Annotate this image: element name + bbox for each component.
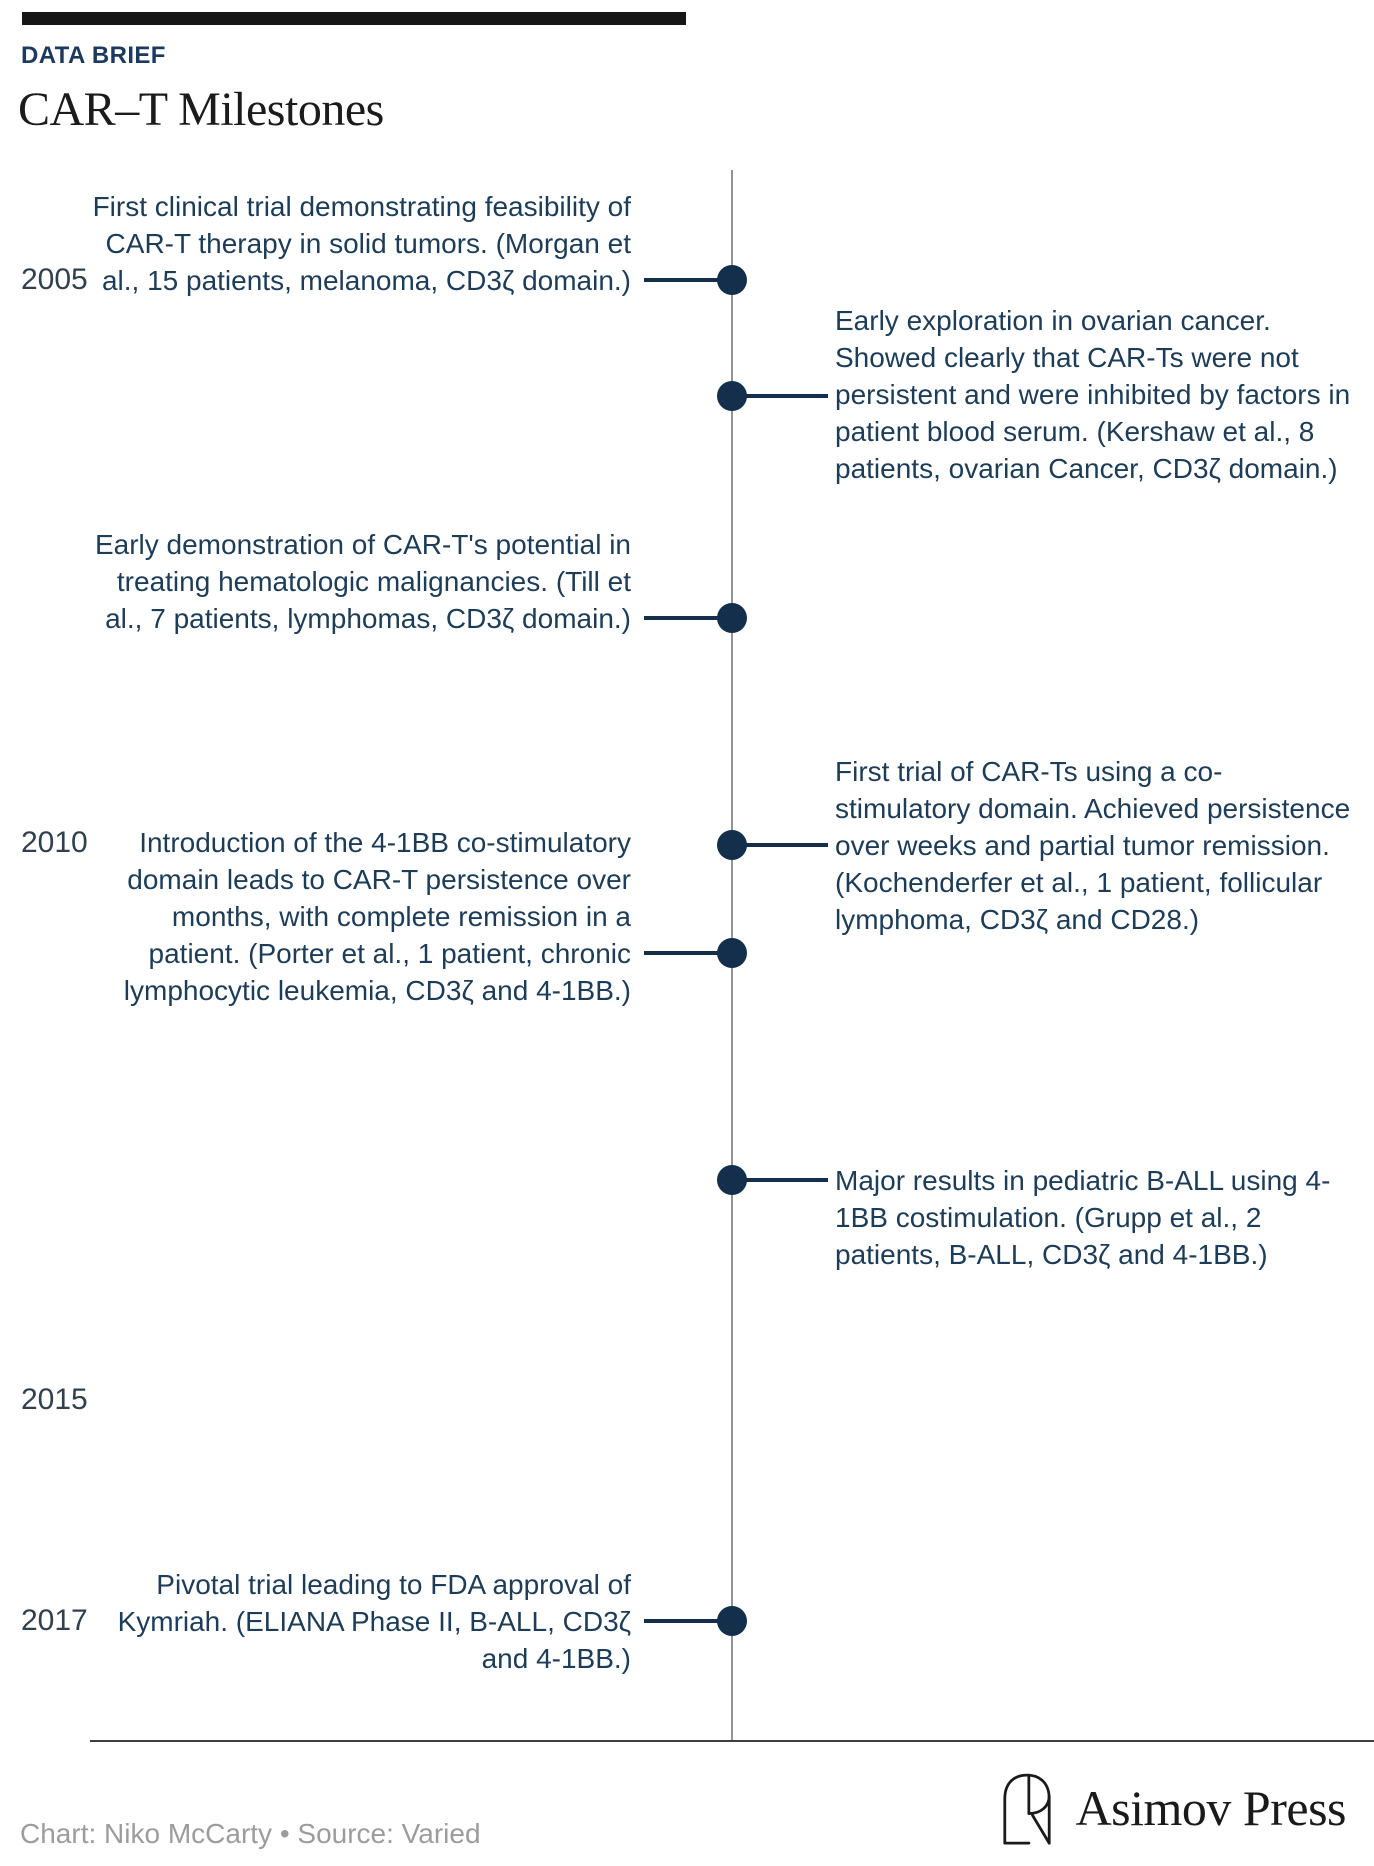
- milestone-morgan-2005: First clinical trial demonstrating feasi…: [90, 188, 631, 299]
- timeline-dot: [717, 938, 747, 968]
- milestone-text: First trial of CAR-Ts using a co-stimula…: [835, 756, 1351, 935]
- bottom-rule: [90, 1740, 1374, 1742]
- chart-credit: Chart: Niko McCarty • Source: Varied: [20, 1818, 481, 1849]
- timeline-dot: [717, 1606, 747, 1636]
- connector-line: [732, 394, 828, 398]
- connector-line: [732, 1178, 828, 1182]
- timeline-dot: [717, 1165, 747, 1195]
- publisher-name: Asimov Press: [1075, 1780, 1347, 1836]
- top-accent-bar: [22, 12, 686, 25]
- year-label-2015: 2015: [21, 1383, 88, 1416]
- year-label-2010: 2010: [21, 826, 88, 859]
- kicker-label: DATA BRIEF: [21, 42, 166, 69]
- timeline-dot: [717, 265, 747, 295]
- connector-line: [732, 843, 828, 847]
- connector-line: [644, 951, 732, 955]
- milestone-text: Early exploration in ovarian cancer. Sho…: [835, 305, 1351, 484]
- publisher-logo: Asimov Press: [998, 1772, 1347, 1845]
- milestone-grupp-2013: Major results in pediatric B-ALL using 4…: [835, 1162, 1355, 1273]
- milestone-text: Major results in pediatric B-ALL using 4…: [835, 1165, 1331, 1270]
- connector-line: [644, 1619, 732, 1623]
- page-title: CAR–T Milestones: [18, 83, 384, 136]
- asimov-press-arch-icon: [1002, 1773, 1051, 1845]
- milestone-text: Pivotal trial leading to FDA approval of…: [117, 1569, 631, 1674]
- milestone-kochenderfer-2010: First trial of CAR-Ts using a co-stimula…: [835, 753, 1355, 938]
- milestone-kershaw-2006: Early exploration in ovarian cancer. Sho…: [835, 302, 1355, 487]
- timeline-dot: [717, 830, 747, 860]
- year-label-2017: 2017: [21, 1604, 88, 1637]
- milestone-porter-2011: Introduction of the 4-1BB co-stimulatory…: [90, 824, 631, 1009]
- year-label-2005: 2005: [21, 263, 88, 296]
- milestone-eliana-2017: Pivotal trial leading to FDA approval of…: [90, 1566, 631, 1677]
- milestone-text: First clinical trial demonstrating feasi…: [92, 191, 631, 296]
- connector-line: [644, 278, 732, 282]
- milestone-text: Introduction of the 4-1BB co-stimulatory…: [123, 827, 631, 1006]
- milestone-text: Early demonstration of CAR-T's potential…: [94, 529, 631, 634]
- connector-line: [644, 616, 732, 620]
- timeline-dot: [717, 381, 747, 411]
- timeline-dot: [717, 603, 747, 633]
- milestone-till-2008: Early demonstration of CAR-T's potential…: [90, 526, 631, 637]
